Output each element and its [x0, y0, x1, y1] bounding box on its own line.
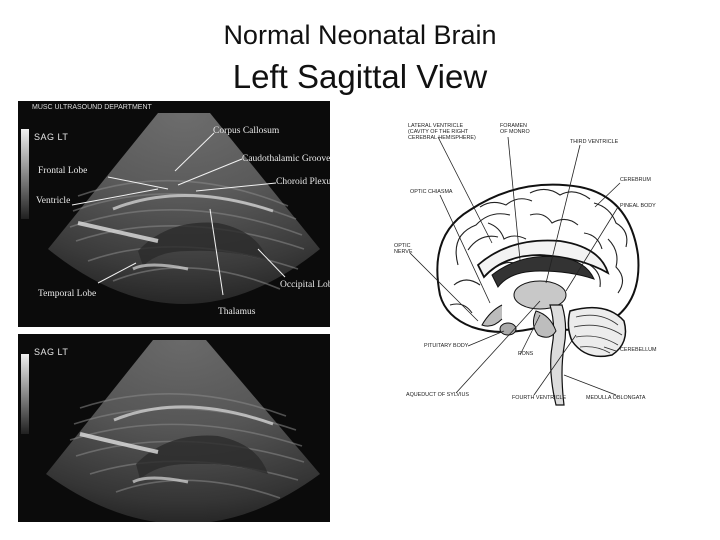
label-pons: PONS — [518, 351, 534, 357]
slide-subtitle: Left Sagittal View — [232, 58, 488, 95]
label-medulla-oblongata: MEDULLA OBLONGATA — [586, 395, 646, 401]
grayscale-bar — [21, 354, 29, 434]
scan-header: MUSC ULTRASOUND DEPARTMENT — [32, 104, 152, 111]
brain-illustration — [409, 136, 640, 406]
label-choroid-plexus: Choroid Plexus — [276, 177, 330, 187]
label-fourth-ventricle: FOURTH VENTRICLE — [512, 395, 567, 401]
view-label: SAG LT — [34, 347, 69, 357]
label-occipital-lobe: Occipital Lobe — [280, 280, 330, 290]
label-corpus-callosum: Corpus Callosum — [213, 126, 280, 136]
label-cerebellum: CEREBELLUM — [620, 347, 657, 353]
label-aqueduct-of-sylvius: AQUEDUCT OF SYLVIUS — [406, 392, 470, 398]
view-label: SAG LT — [34, 132, 69, 142]
label-frontal-lobe: Frontal Lobe — [38, 166, 88, 176]
brain-sagittal-diagram: LATERAL VENTRICLE (CAVITY OF THE RIGHT C… — [380, 115, 690, 415]
label-temporal-lobe: Temporal Lobe — [38, 289, 97, 299]
ultrasound-scan-top — [48, 113, 320, 304]
slide-title: Normal Neonatal Brain — [223, 20, 497, 50]
label-optic-nerve: OPTIC NERVE — [394, 243, 413, 256]
ultrasound-scan-bottom — [46, 340, 320, 522]
label-pituitary-body: PITUITARY BODY — [424, 343, 469, 349]
label-cerebrum: CEREBRUM — [620, 177, 651, 183]
label-thalamus: Thalamus — [218, 307, 256, 317]
label-optic-chiasma: OPTIC CHIASMA — [410, 189, 453, 195]
label-ventricle: Ventricle — [36, 196, 71, 206]
ultrasound-image-top: MUSC ULTRASOUND DEPARTMENT SAG LT Corpus… — [18, 101, 330, 327]
ultrasound-image-bottom: SAG LT — [18, 334, 330, 522]
label-foramen-of-monro: FORAMEN OF MONRO — [500, 123, 530, 136]
label-lateral-ventricle: LATERAL VENTRICLE (CAVITY OF THE RIGHT C… — [408, 123, 476, 142]
grayscale-bar — [21, 129, 29, 219]
label-caudothalamic-groove: Caudothalamic Groove — [242, 154, 330, 164]
label-pineal-body: PINEAL BODY — [620, 203, 656, 209]
label-third-ventricle: THIRD VENTRICLE — [570, 139, 619, 145]
